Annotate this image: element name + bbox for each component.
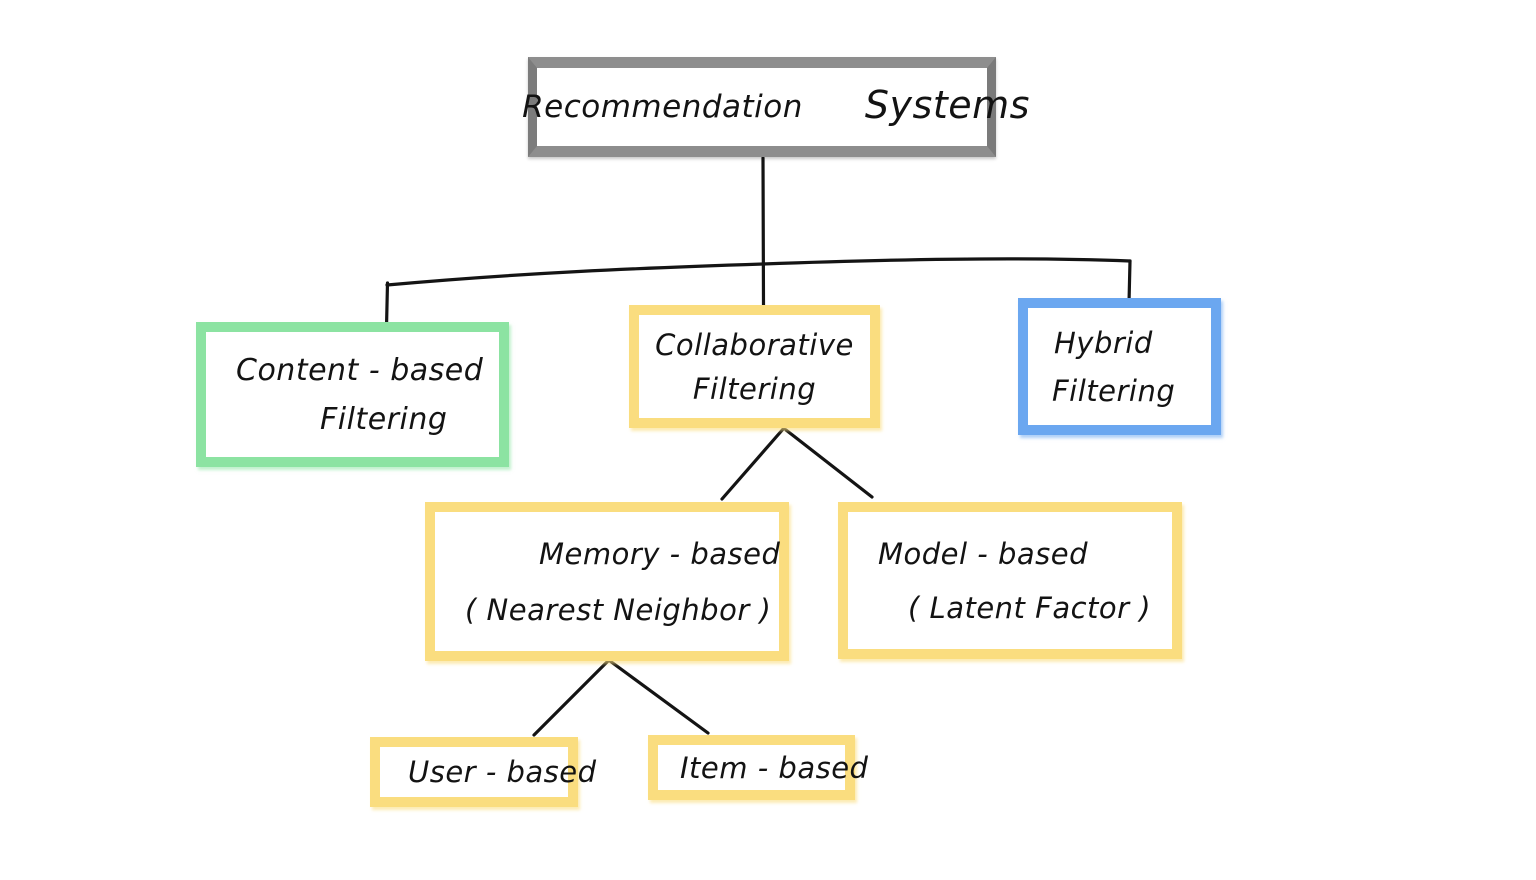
node-item-based[interactable]: Item - based <box>648 735 869 800</box>
node-root-label-line2: Systems <box>864 83 1030 127</box>
node-memory-based[interactable]: Memory - based ( Nearest Neighbor ) <box>425 502 789 661</box>
edge-memory-to-item <box>608 659 710 735</box>
node-hybrid-label-line2: Filtering <box>1052 373 1176 408</box>
node-hybrid-label-line1: Hybrid <box>1054 325 1153 360</box>
edge-root-to-content <box>384 281 390 329</box>
edge-memory-to-user <box>532 659 610 737</box>
node-model-based-label-line1: Model - based <box>878 536 1089 571</box>
edge-collaborative-to-memory <box>720 426 786 501</box>
node-model-based[interactable]: Model - based ( Latent Factor ) <box>838 502 1182 659</box>
node-content-based-label-line2: Filtering <box>320 401 448 437</box>
node-item-based-label: Item - based <box>680 750 869 785</box>
node-user-based[interactable]: User - based <box>370 737 597 807</box>
edge-collaborative-to-model <box>784 428 874 499</box>
node-memory-based-label-line2: ( Nearest Neighbor ) <box>465 592 772 627</box>
edge-root-to-collaborative <box>761 156 766 307</box>
node-collaborative-filtering[interactable]: Collaborative Filtering <box>629 305 880 428</box>
node-hybrid-filtering[interactable]: Hybrid Filtering <box>1018 298 1221 435</box>
node-content-based-filtering[interactable]: Content - based Filtering <box>196 322 509 467</box>
edge-horizontal-bus <box>385 257 1132 287</box>
node-content-based-label-line1: Content - based <box>236 352 484 388</box>
node-root-label-line1: Recommendation <box>522 89 803 125</box>
edge-root-to-hybrid <box>1127 259 1132 305</box>
node-user-based-label: User - based <box>408 755 597 789</box>
node-model-based-label-line2: ( Latent Factor ) <box>908 590 1152 625</box>
node-memory-based-label-line1: Memory - based <box>539 536 781 571</box>
node-collaborative-label-line2: Filtering <box>692 371 817 406</box>
node-collaborative-label-line1: Collaborative <box>655 327 854 362</box>
node-recommendation-systems[interactable]: Recommendation Systems <box>522 57 1029 157</box>
